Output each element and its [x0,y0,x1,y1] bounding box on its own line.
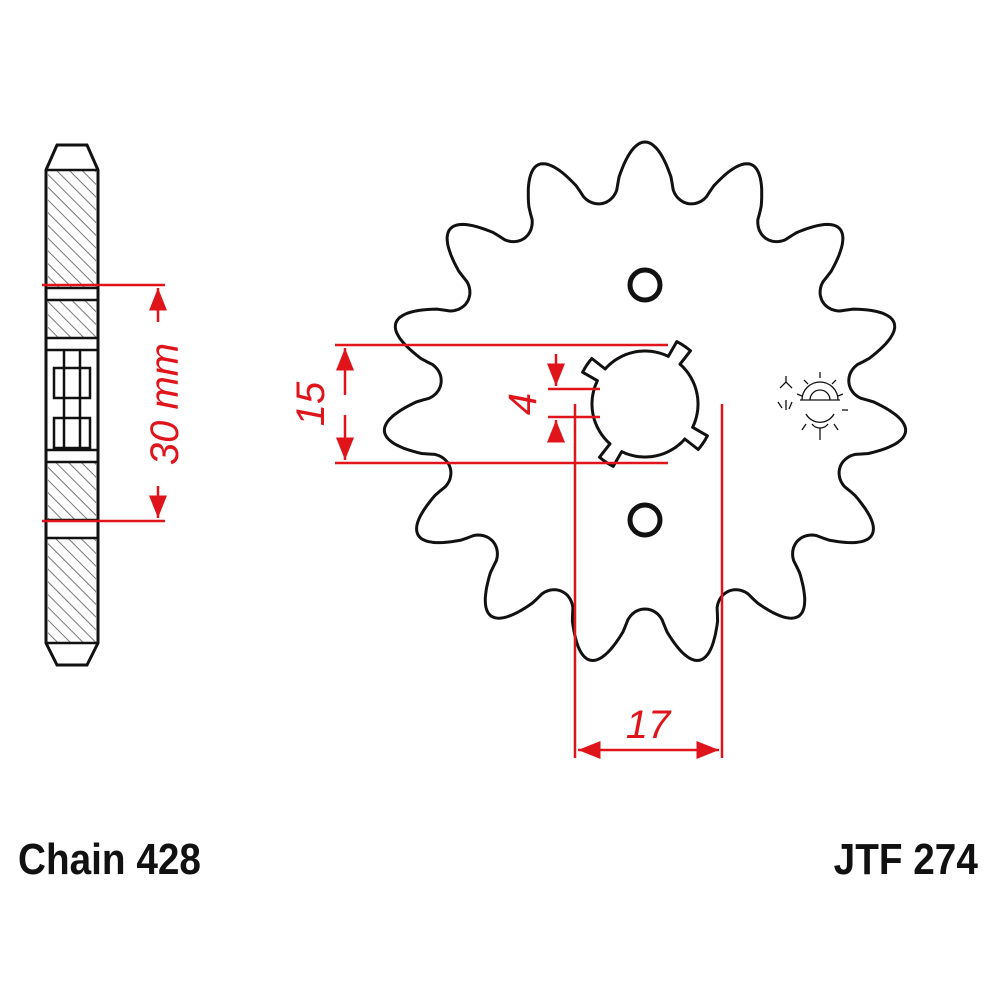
part-number-label: JTF 274 [833,835,978,884]
bolt-hole-bottom [627,502,663,538]
dimension-17 [573,404,724,759]
maker-mark-icon [777,372,848,440]
dimension-15 [335,343,668,465]
chain-size-label: Chain 428 [18,835,201,884]
dimension-30mm-label: 30 mm [143,343,187,465]
hatched-section-top [48,170,96,288]
bolt-hole-top [627,267,663,303]
dimension-17-label: 17 [626,703,672,747]
sprocket-front-view [382,140,908,662]
hatched-section-mid-upper [48,300,96,338]
dimension-30mm [42,283,167,523]
side-profile: 30 mm [42,143,187,667]
dimension-4-label: 4 [501,393,545,415]
sprocket-outline [382,140,908,662]
splined-bore [581,340,709,468]
dimension-15-label: 15 [289,381,333,426]
hatched-section-bottom [48,538,96,644]
hatched-section-mid-lower [48,462,96,520]
